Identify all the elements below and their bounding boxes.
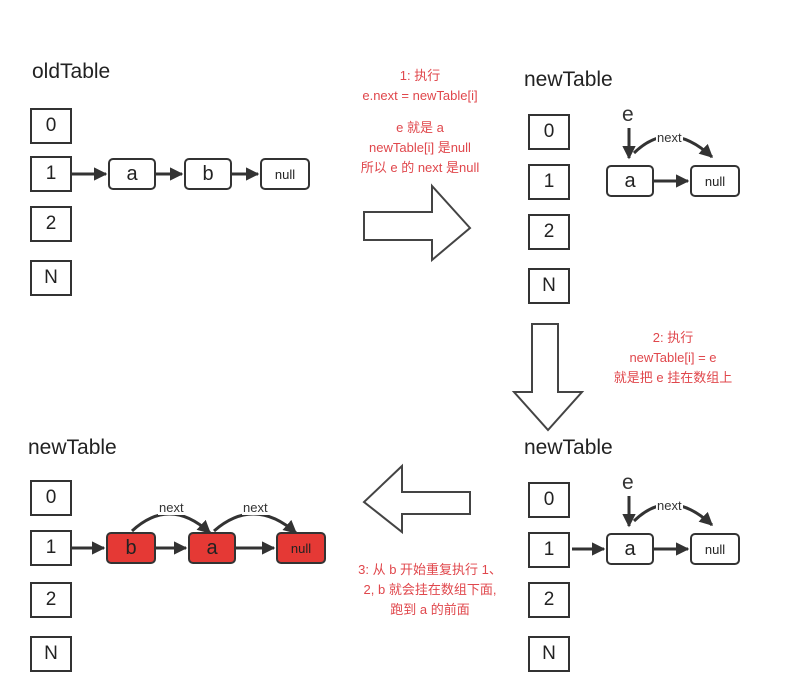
note-line: e.next = newTable[i]	[362, 88, 478, 103]
node-b-highlighted: b	[106, 532, 156, 564]
node-null: null	[690, 165, 740, 197]
next-label: next	[242, 500, 269, 515]
table-cell-0: 0	[30, 108, 72, 144]
table-cell-2: 2	[30, 582, 72, 618]
note-spacer	[320, 106, 520, 118]
panel-title-step2: newTable	[524, 436, 613, 459]
note-line: 3: 从 b 开始重复执行 1、	[358, 562, 502, 577]
node-null: null	[690, 533, 740, 565]
table-cell-2: 2	[528, 214, 570, 250]
table-cell-0: 0	[30, 480, 72, 516]
table-cell-n: N	[528, 268, 570, 304]
note-line: 2: 执行	[652, 330, 694, 345]
big-arrow-right	[363, 183, 472, 263]
table-cell-n: N	[528, 636, 570, 672]
table-cell-1: 1	[30, 156, 72, 192]
note-step3: 3: 从 b 开始重复执行 1、 2, b 就会挂在数组下面, 跑到 a 的前面	[330, 560, 530, 620]
note-step2: 2: 执行 newTable[i] = e 就是把 e 挂在数组上	[578, 328, 768, 388]
note-line: 所以 e 的 next 是null	[360, 160, 480, 175]
note-line: 跑到 a 的前面	[390, 602, 470, 617]
e-pointer-label: e	[622, 471, 634, 494]
node-a: a	[108, 158, 156, 190]
table-cell-n: N	[30, 260, 72, 296]
next-label: next	[656, 130, 683, 145]
next-label: next	[158, 500, 185, 515]
node-null-highlighted: null	[276, 532, 326, 564]
node-a-highlighted: a	[188, 532, 236, 564]
node-b: b	[184, 158, 232, 190]
panel-title-step3: newTable	[28, 436, 117, 459]
table-cell-2: 2	[528, 582, 570, 618]
note-line: 2, b 就会挂在数组下面,	[363, 582, 497, 597]
note-step1: 1: 执行 e.next = newTable[i] e 就是 a newTab…	[320, 66, 520, 178]
table-cell-1: 1	[528, 164, 570, 200]
big-arrow-down	[511, 323, 585, 432]
next-label: next	[656, 498, 683, 513]
node-a: a	[606, 165, 654, 197]
table-cell-1: 1	[30, 530, 72, 566]
table-cell-n: N	[30, 636, 72, 672]
next-curve	[130, 512, 212, 535]
note-line: 就是把 e 挂在数组上	[613, 370, 733, 385]
panel-title-old: oldTable	[32, 60, 111, 83]
note-line: newTable[i] = e	[629, 350, 717, 365]
next-curve	[213, 512, 298, 535]
e-pointer-label: e	[622, 103, 634, 126]
table-cell-1: 1	[528, 532, 570, 568]
table-cell-0: 0	[528, 114, 570, 150]
note-line: newTable[i] 是null	[369, 140, 471, 155]
panel-title-step1: newTable	[524, 68, 613, 91]
table-cell-2: 2	[30, 206, 72, 242]
big-arrow-left	[362, 463, 471, 535]
table-cell-0: 0	[528, 482, 570, 518]
node-a: a	[606, 533, 654, 565]
node-null: null	[260, 158, 310, 190]
note-line: 1: 执行	[399, 68, 441, 83]
note-line: e 就是 a	[396, 120, 444, 135]
